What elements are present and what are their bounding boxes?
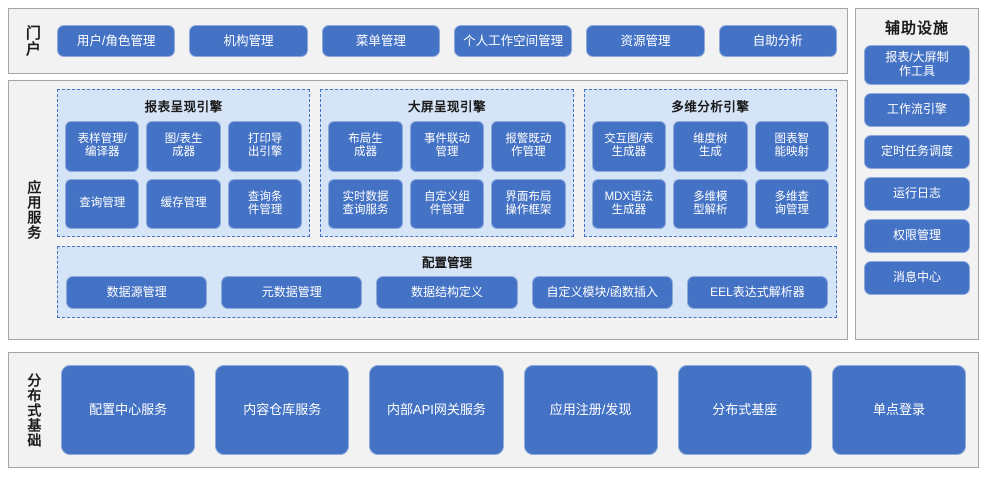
infra-item-internal-api-gateway-service[interactable]: 内部API网关服务 xyxy=(369,365,504,455)
aux-item-message-center[interactable]: 消息中心 xyxy=(864,261,970,295)
engine-items-report-rendering: 表样管理/ 编译器 图/表生 成器 打印导 出引擎 查询管理 缓存管理 查询条 … xyxy=(65,121,303,229)
configuration-management-title: 配置管理 xyxy=(421,256,472,270)
engine-items-multidimensional-analysis: 交互图/表 生成器 维度树 生成 图表智 能映射 MDX语法 生成器 多维模 型… xyxy=(591,121,829,229)
portal-section: 门户 用户/角色管理 机构管理 菜单管理 个人工作空间管理 资源管理 自助分析 xyxy=(8,8,848,74)
portal-item-menu-management[interactable]: 菜单管理 xyxy=(321,25,440,57)
infra-item-application-registry-discovery[interactable]: 应用注册/发现 xyxy=(523,365,658,455)
portal-item-personal-workspace-management[interactable]: 个人工作空间管理 xyxy=(453,25,573,57)
application-service-section: 应用服务 报表呈现引擎 表样管理/ 编译器 图/表生 成器 打印导 出引擎 查询… xyxy=(8,80,848,340)
portal-item-organization-management[interactable]: 机构管理 xyxy=(189,25,308,57)
portal-item-user-role-management[interactable]: 用户/角色管理 xyxy=(57,25,176,57)
application-service-content: 报表呈现引擎 表样管理/ 编译器 图/表生 成器 打印导 出引擎 查询管理 缓存… xyxy=(57,89,837,331)
auxiliary-facilities-title: 辅助设施 xyxy=(884,20,949,37)
engine-item-dimension-tree-generation[interactable]: 维度树 生成 xyxy=(673,121,748,172)
engine-group-large-screen-rendering: 大屏呈现引擎 布局生 成器 事件联动 管理 报警既动 作管理 实时数据 查询服务… xyxy=(320,89,574,237)
engine-group-row: 报表呈现引擎 表样管理/ 编译器 图/表生 成器 打印导 出引擎 查询管理 缓存… xyxy=(57,89,837,237)
engine-title-large-screen-rendering: 大屏呈现引擎 xyxy=(407,100,486,114)
engine-item-query-management[interactable]: 查询管理 xyxy=(65,178,140,229)
engine-item-realtime-data-query-service[interactable]: 实时数据 查询服务 xyxy=(328,178,403,229)
aux-item-runtime-log[interactable]: 运行日志 xyxy=(864,177,970,211)
engine-item-multidimensional-model-parsing[interactable]: 多维模 型解析 xyxy=(673,178,748,229)
config-item-data-structure-definition[interactable]: 数据结构定义 xyxy=(376,276,518,309)
engine-item-chart-smart-mapping[interactable]: 图表智 能映射 xyxy=(754,121,829,172)
engine-item-query-condition-management[interactable]: 查询条 件管理 xyxy=(227,178,303,229)
portal-section-label: 门户 xyxy=(23,25,41,57)
engine-items-large-screen-rendering: 布局生 成器 事件联动 管理 报警既动 作管理 实时数据 查询服务 自定义组 件… xyxy=(328,121,566,229)
engine-item-cache-management[interactable]: 缓存管理 xyxy=(146,178,221,229)
engine-title-multidimensional-analysis: 多维分析引擎 xyxy=(671,100,750,114)
engine-item-chart-table-generator[interactable]: 图/表生 成器 xyxy=(146,121,221,172)
engine-item-ui-layout-operation-framework[interactable]: 界面布局 操作框架 xyxy=(491,178,566,229)
infra-item-distributed-base[interactable]: 分布式基座 xyxy=(677,365,812,455)
configuration-management-group: 配置管理 数据源管理 元数据管理 数据结构定义 自定义模块/函数插入 EEL表达… xyxy=(57,246,837,318)
distributed-infrastructure-section: 分布式基础 配置中心服务 内容仓库服务 内部API网关服务 应用注册/发现 分布… xyxy=(8,352,979,468)
engine-item-interactive-chart-table-generator[interactable]: 交互图/表 生成器 xyxy=(591,121,667,172)
engine-item-custom-component-management[interactable]: 自定义组 件管理 xyxy=(409,178,485,229)
engine-item-alarm-action-management[interactable]: 报警既动 作管理 xyxy=(491,121,566,172)
distributed-infrastructure-section-label: 分布式基础 xyxy=(26,372,43,448)
configuration-management-items: 数据源管理 元数据管理 数据结构定义 自定义模块/函数插入 EEL表达式解析器 xyxy=(66,276,829,309)
engine-item-event-linkage-management[interactable]: 事件联动 管理 xyxy=(409,121,485,172)
engine-item-mdx-syntax-generator[interactable]: MDX语法 生成器 xyxy=(591,178,667,229)
distributed-infrastructure-row: 配置中心服务 内容仓库服务 内部API网关服务 应用注册/发现 分布式基座 单点… xyxy=(61,365,967,455)
engine-title-report-rendering: 报表呈现引擎 xyxy=(144,100,223,114)
infra-item-configuration-center-service[interactable]: 配置中心服务 xyxy=(61,365,196,455)
auxiliary-facilities-list: 报表/大屏制 作工具 工作流引擎 定时任务调度 运行日志 权限管理 消息中心 xyxy=(864,45,970,295)
aux-item-workflow-engine[interactable]: 工作流引擎 xyxy=(864,93,970,127)
portal-item-self-service-analysis[interactable]: 自助分析 xyxy=(718,25,837,57)
aux-item-permission-management[interactable]: 权限管理 xyxy=(864,219,970,253)
application-service-section-label: 应用服务 xyxy=(26,180,43,240)
config-item-eel-expression-parser[interactable]: EEL表达式解析器 xyxy=(686,276,829,309)
engine-item-report-template-compiler[interactable]: 表样管理/ 编译器 xyxy=(65,121,140,172)
aux-item-scheduled-task-scheduling[interactable]: 定时任务调度 xyxy=(864,135,970,169)
infra-item-single-sign-on[interactable]: 单点登录 xyxy=(831,365,967,455)
auxiliary-facilities-section: 辅助设施 报表/大屏制 作工具 工作流引擎 定时任务调度 运行日志 权限管理 消… xyxy=(855,8,979,340)
config-item-metadata-management[interactable]: 元数据管理 xyxy=(221,276,363,309)
engine-item-layout-generator[interactable]: 布局生 成器 xyxy=(328,121,403,172)
infra-item-content-repository-service[interactable]: 内容仓库服务 xyxy=(215,365,350,455)
config-item-custom-module-function-insertion[interactable]: 自定义模块/函数插入 xyxy=(531,276,673,309)
config-item-datasource-management[interactable]: 数据源管理 xyxy=(66,276,208,309)
engine-group-report-rendering: 报表呈现引擎 表样管理/ 编译器 图/表生 成器 打印导 出引擎 查询管理 缓存… xyxy=(57,89,311,237)
engine-item-print-export-engine[interactable]: 打印导 出引擎 xyxy=(227,121,303,172)
aux-item-report-screen-authoring-tool[interactable]: 报表/大屏制 作工具 xyxy=(864,45,970,85)
portal-item-resource-management[interactable]: 资源管理 xyxy=(586,25,705,57)
engine-item-multidimensional-query-management[interactable]: 多维查 询管理 xyxy=(754,178,829,229)
engine-group-multidimensional-analysis: 多维分析引擎 交互图/表 生成器 维度树 生成 图表智 能映射 MDX语法 生成… xyxy=(583,89,837,237)
portal-button-row: 用户/角色管理 机构管理 菜单管理 个人工作空间管理 资源管理 自助分析 xyxy=(57,9,837,73)
